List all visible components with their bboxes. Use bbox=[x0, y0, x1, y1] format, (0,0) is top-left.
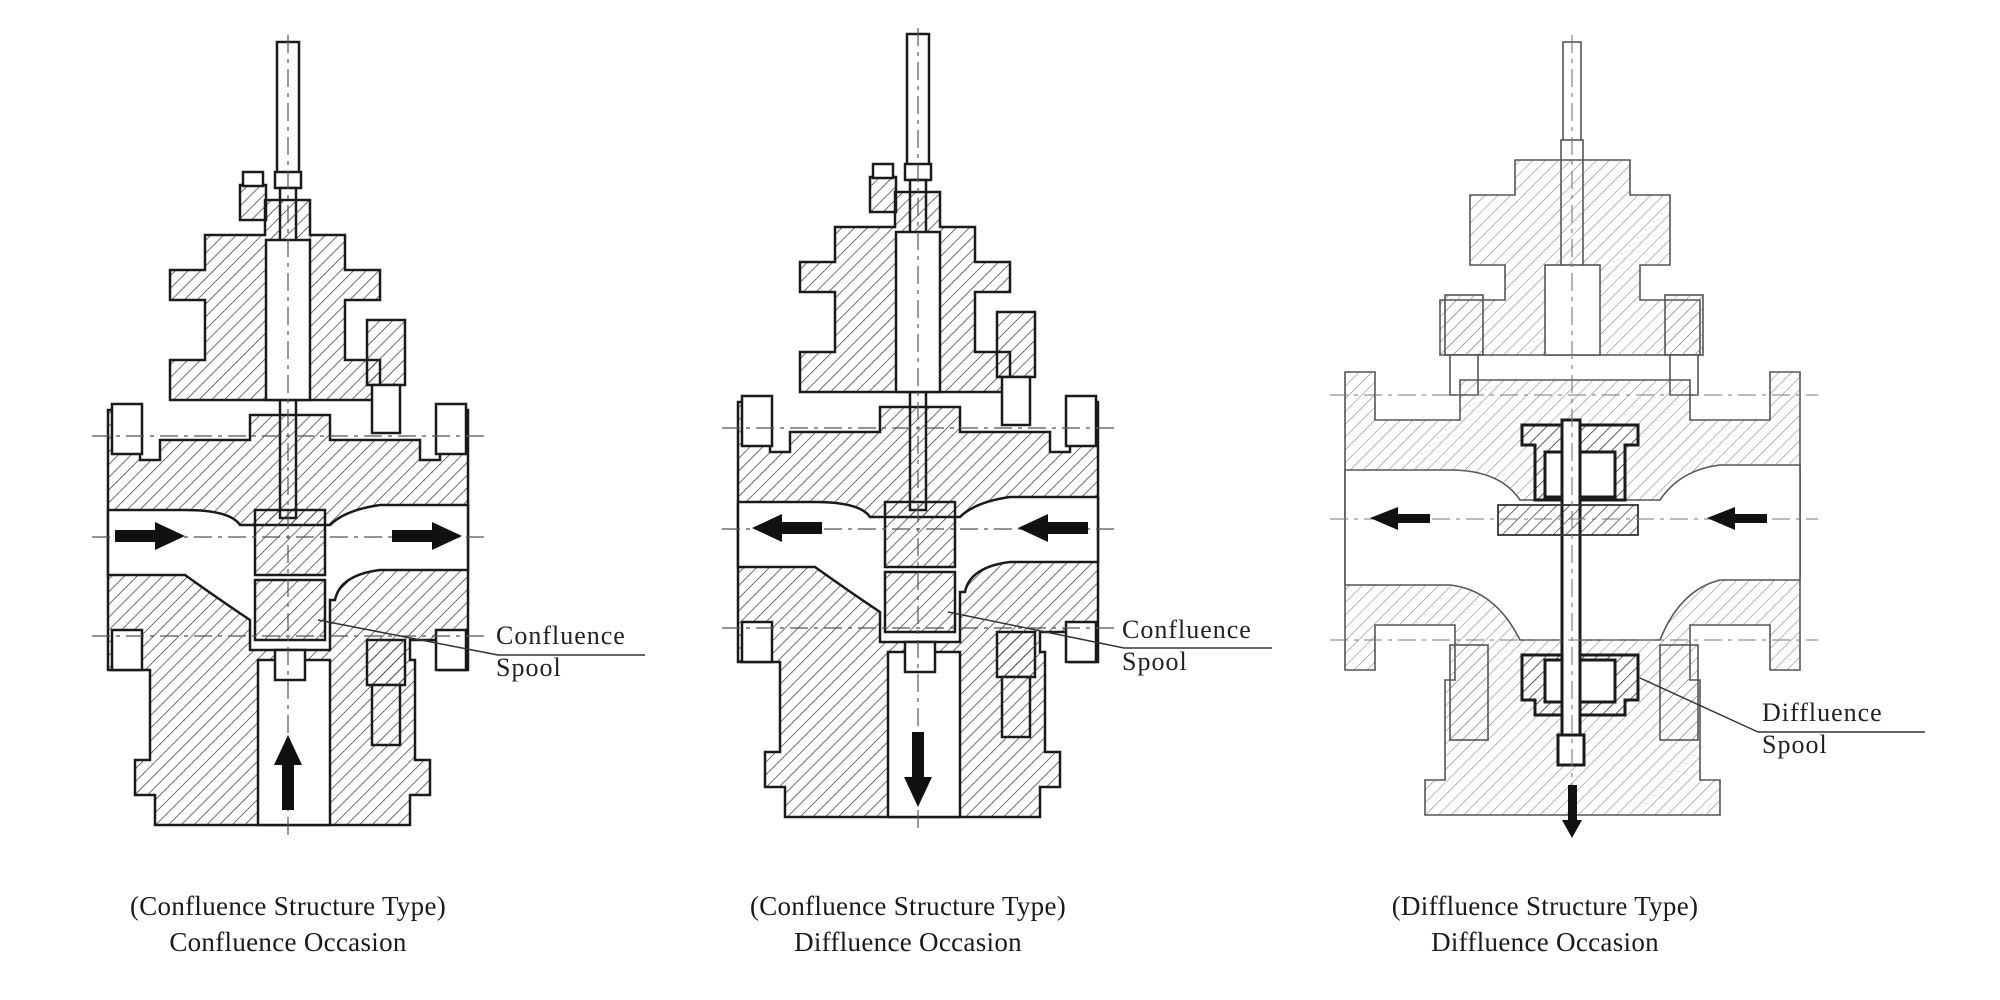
flow-arrow-outlet-bottom bbox=[904, 732, 932, 807]
caption-occasion: Diffluence Occasion bbox=[794, 927, 1022, 957]
diagram-caption: (Confluence Structure Type) Confluence O… bbox=[8, 888, 568, 960]
flow-channel bbox=[736, 495, 1100, 644]
caption-occasion: Diffluence Occasion bbox=[1431, 927, 1659, 957]
flow-arrow-inlet-bottom bbox=[274, 735, 302, 810]
flow-arrow-outlet-left bbox=[1370, 507, 1430, 530]
callout-line-2: Spool bbox=[496, 653, 562, 682]
flow-arrow-outlet-right bbox=[392, 522, 462, 550]
callout-leader bbox=[1639, 677, 1759, 733]
flow-arrow-outlet-bottom bbox=[1562, 785, 1582, 838]
gland-bolt bbox=[238, 183, 268, 222]
flow-arrow-outlet-left bbox=[752, 514, 822, 542]
callout-leader bbox=[317, 619, 499, 656]
flow-arrow-inlet-right bbox=[1018, 514, 1088, 542]
callout-label: Confluence Spool bbox=[1122, 614, 1252, 678]
caption-structure-type: (Confluence Structure Type) bbox=[749, 891, 1067, 921]
callout-line-1: Diffluence bbox=[1762, 698, 1883, 727]
confluence-spool bbox=[253, 508, 327, 682]
callout-label: Diffluence Spool bbox=[1762, 697, 1883, 761]
callout-leader bbox=[947, 611, 1125, 649]
callout-line-1: Confluence bbox=[1122, 615, 1252, 644]
caption-occasion: Confluence Occasion bbox=[169, 927, 407, 957]
flange-bolt-upper bbox=[365, 318, 407, 435]
flow-channel bbox=[106, 503, 470, 652]
flow-arrow-inlet-right bbox=[1707, 507, 1767, 530]
diagram-caption: (Confluence Structure Type) Diffluence O… bbox=[628, 888, 1188, 960]
flow-arrow-inlet-left bbox=[115, 522, 185, 550]
diffluence-spool bbox=[1497, 418, 1640, 767]
caption-structure-type: (Diffluence Structure Type) bbox=[1391, 891, 1699, 921]
gland-bolt bbox=[868, 175, 898, 214]
confluence-spool bbox=[883, 500, 957, 674]
diagram-caption: (Diffluence Structure Type) Diffluence O… bbox=[1265, 888, 1825, 960]
callout-line-2: Spool bbox=[1762, 730, 1828, 759]
callout-label: Confluence Spool bbox=[496, 620, 626, 684]
flange-bolt-upper bbox=[995, 310, 1037, 427]
callout-line-2: Spool bbox=[1122, 647, 1188, 676]
caption-structure-type: (Confluence Structure Type) bbox=[129, 891, 447, 921]
callout-line-1: Confluence bbox=[496, 621, 626, 650]
